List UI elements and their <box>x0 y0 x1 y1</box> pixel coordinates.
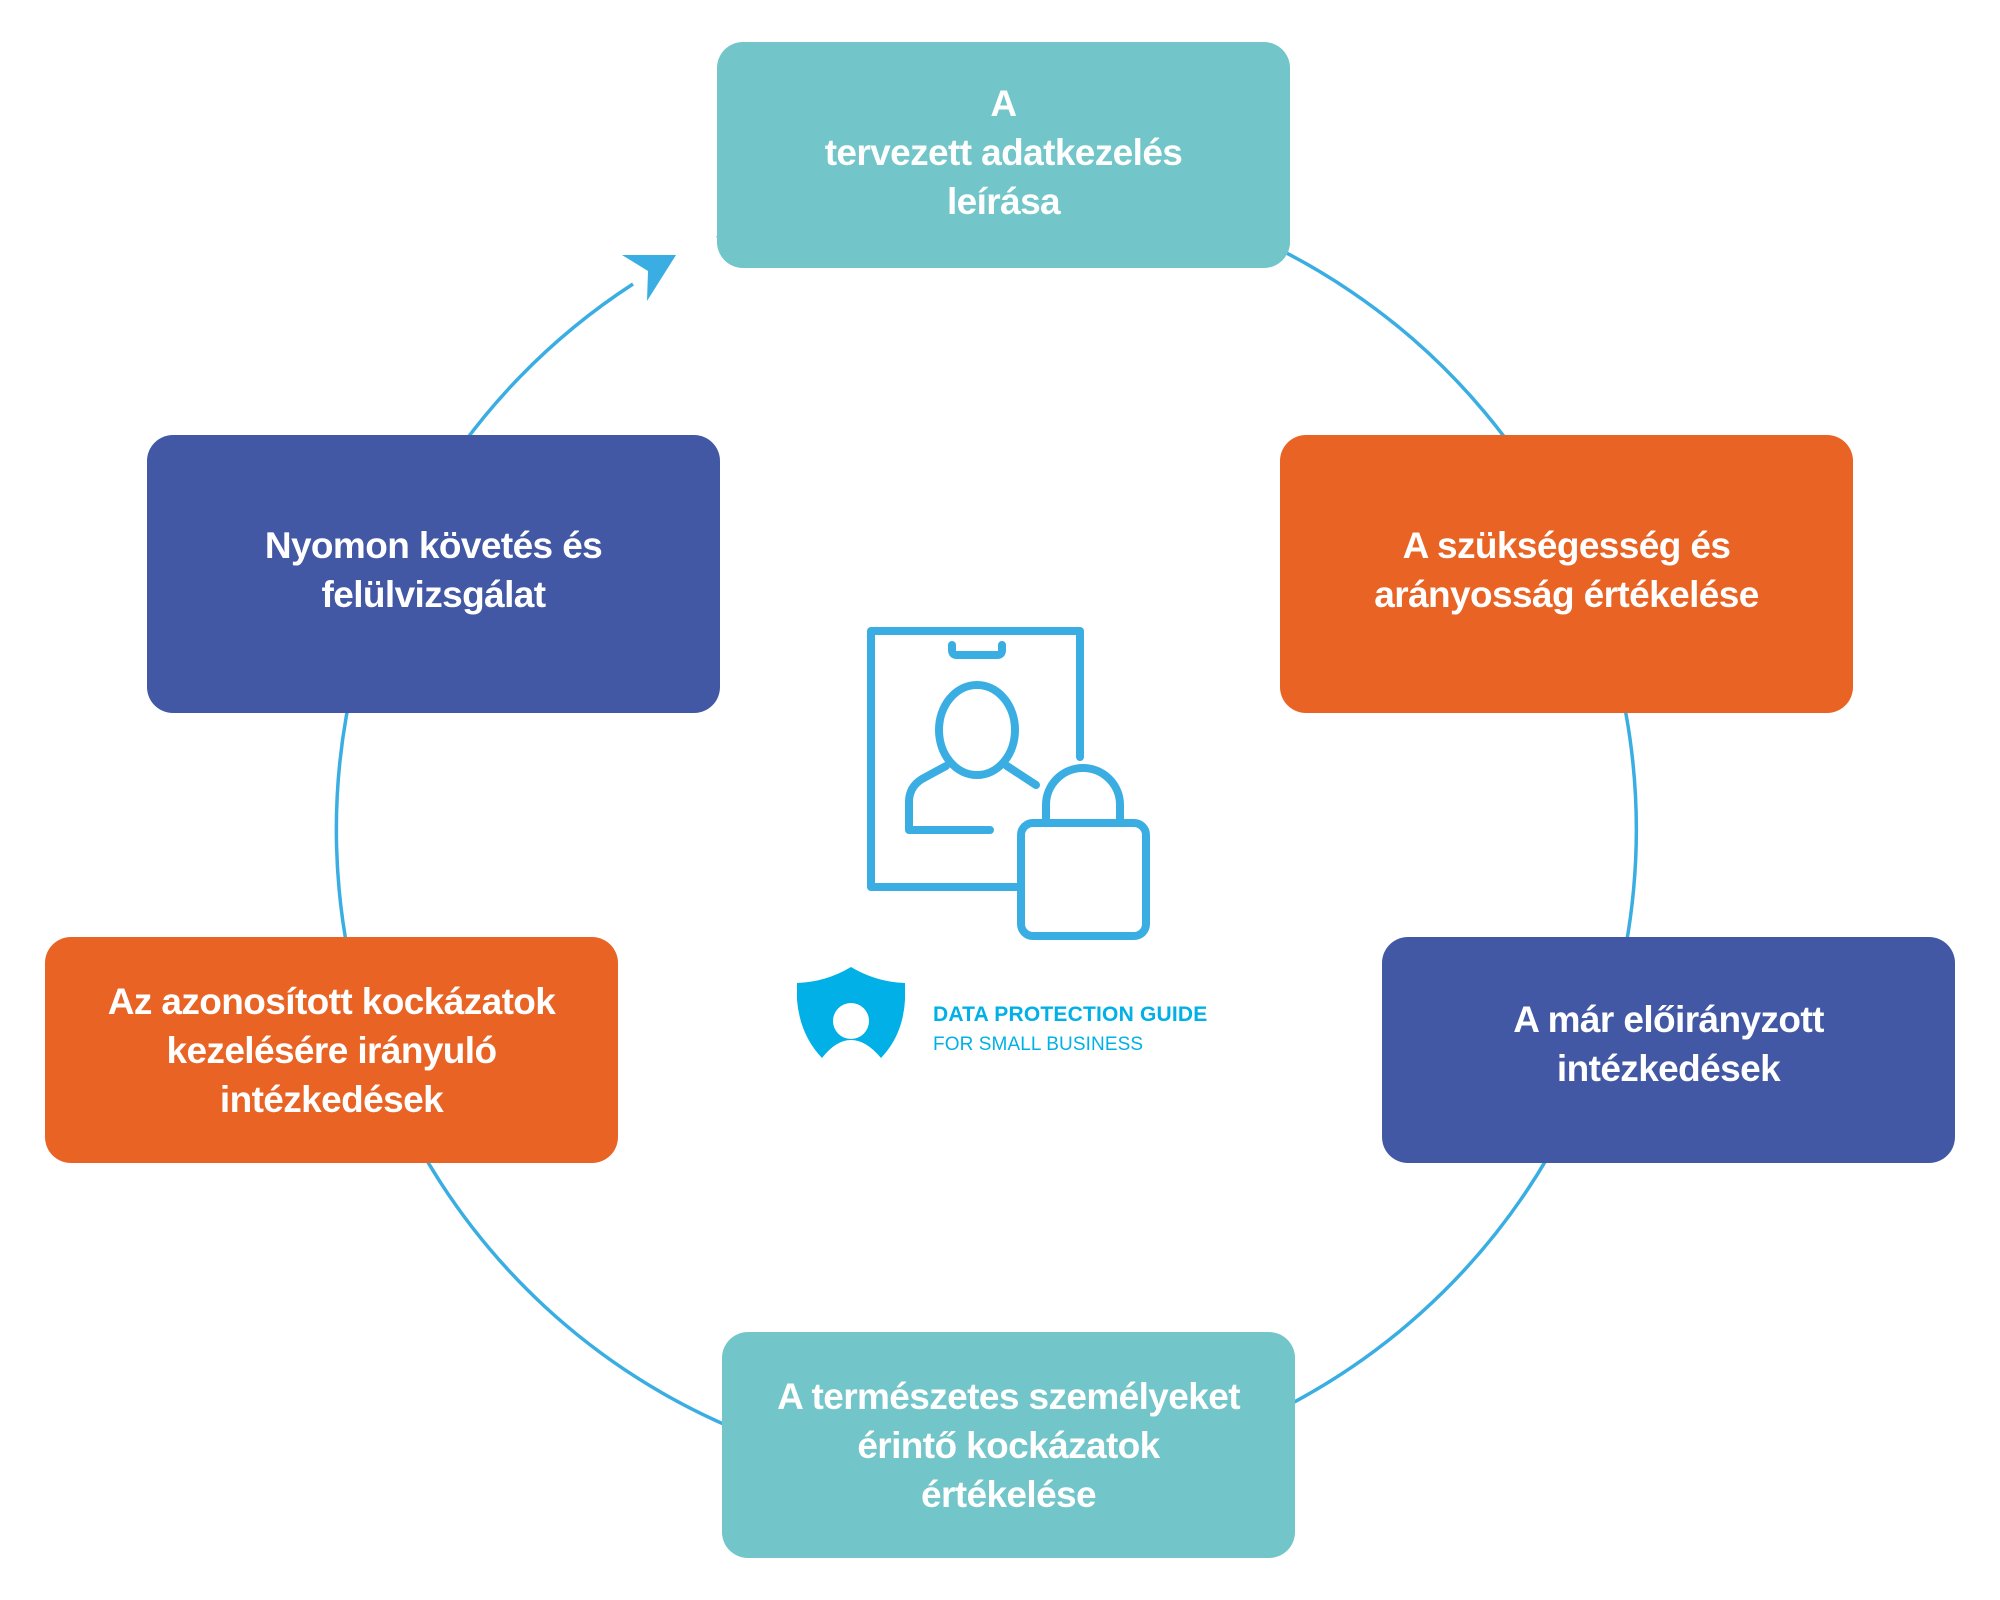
id-card-lock-icon <box>867 627 1150 940</box>
person-right-shoulder <box>1003 762 1040 789</box>
cycle-arrowhead-icon <box>622 255 676 301</box>
person-shoulders <box>905 762 994 834</box>
id-card-outline <box>867 627 1084 891</box>
step-box-processing-description[interactable]: A tervezett adatkezelés leírása <box>717 42 1290 268</box>
person-head <box>935 681 1019 779</box>
step-label: A természetes személyeket érintő kockáza… <box>777 1375 1240 1515</box>
logo-subtitle: FOR SMALL BUSINESS <box>933 1034 1144 1055</box>
step-box-necessity-proportionality[interactable]: A szükségesség és arányosság értékelése <box>1280 435 1853 713</box>
step-label: A szükségesség és arányosság értékelése <box>1374 525 1759 615</box>
padlock-shackle <box>1042 764 1124 823</box>
step-label: A tervezett adatkezelés leírása <box>824 82 1183 222</box>
shield-person-icon <box>797 967 905 1058</box>
step-box-planned-measures[interactable]: A már előirányzott intézkedések <box>1382 937 1955 1163</box>
step-box-risk-mitigation-measures[interactable]: Az azonosított kockázatok kezelésére irá… <box>45 937 618 1163</box>
step-label: A már előirányzott intézkedések <box>1513 999 1824 1089</box>
card-clip-slot <box>948 641 1006 659</box>
step-box-monitoring-review[interactable]: Nyomon követés és felülvizsgálat <box>147 435 720 713</box>
step-label: Az azonosított kockázatok kezelésére irá… <box>107 980 556 1120</box>
logo-title: DATA PROTECTION GUIDE <box>933 1003 1208 1026</box>
cycle-connector-line <box>334 177 1639 1482</box>
padlock-body <box>1017 819 1150 940</box>
step-box-risk-assessment[interactable]: A természetes személyeket érintő kockáza… <box>722 1332 1295 1558</box>
step-label: Nyomon követés és felülvizsgálat <box>264 525 603 615</box>
